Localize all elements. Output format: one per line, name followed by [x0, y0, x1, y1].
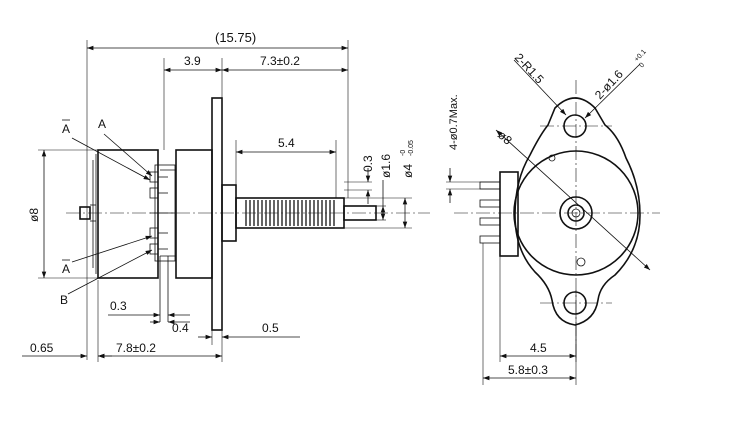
dim-mount-holes-tol-upper: +0.1 — [633, 48, 648, 63]
lead-screw-threads — [245, 200, 335, 226]
dim-lead-offset: 0.3 — [110, 299, 127, 313]
dim-hole-offset: 4.5 — [530, 341, 547, 355]
dim-mount-holes-tol-lower: 0 — [638, 62, 646, 70]
dim-body-dia: ø8 — [27, 208, 41, 222]
dim-pitch: 0.3 — [361, 155, 375, 172]
dim-rear-offset: 0.65 — [30, 341, 54, 355]
side-view: (15.75) 3.9 7.3±0.2 5.4 0.3 ø1.6 ø4 -0 -… — [22, 30, 430, 362]
dim-pin-dia: 4-ø0.7Max. — [448, 94, 460, 150]
motor-can — [97, 149, 159, 279]
front-flange — [211, 97, 223, 331]
front-view: 2-R1.5 2-ø1.6 +0.1 0 4-ø0.7Max. ø8 4.5 5… — [446, 48, 660, 385]
dim-flange-width: 5.8±0.3 — [508, 363, 548, 377]
dim-flange-thickness: 0.5 — [262, 321, 279, 335]
shaft-tip — [343, 205, 377, 221]
label-wire-a-bar: A — [62, 122, 70, 136]
dim-lead-thickness: 0.4 — [172, 321, 189, 335]
dim-mount-radius: 2-R1.5 — [512, 50, 547, 86]
dim-overall-length: (15.75) — [215, 30, 256, 45]
dim-body-length: 7.8±0.2 — [116, 341, 156, 355]
label-wire-b-bar: A — [62, 262, 70, 276]
front-flange-outline — [514, 97, 641, 326]
label-wire-a: A — [98, 117, 106, 131]
dim-shaft-dia: ø4 — [401, 164, 415, 178]
dim-shaft-dia-tol-lower: -0.05 — [408, 140, 415, 156]
dim-mount-holes: 2-ø1.6 — [592, 67, 626, 102]
dim-screw-length: 5.4 — [278, 136, 295, 150]
dim-housing-to-shaft: 3.9 — [184, 54, 201, 68]
label-wire-b: B — [60, 293, 68, 307]
stator-body — [175, 149, 213, 279]
terminal-pins — [149, 171, 168, 255]
front-terminal-pins — [479, 181, 501, 244]
dim-screw-dia: ø1.6 — [379, 154, 393, 178]
dim-shaft-dia-tol-upper: -0 — [400, 150, 407, 156]
rear-nub — [79, 206, 91, 220]
dim-shaft-length: 7.3±0.2 — [260, 54, 300, 68]
